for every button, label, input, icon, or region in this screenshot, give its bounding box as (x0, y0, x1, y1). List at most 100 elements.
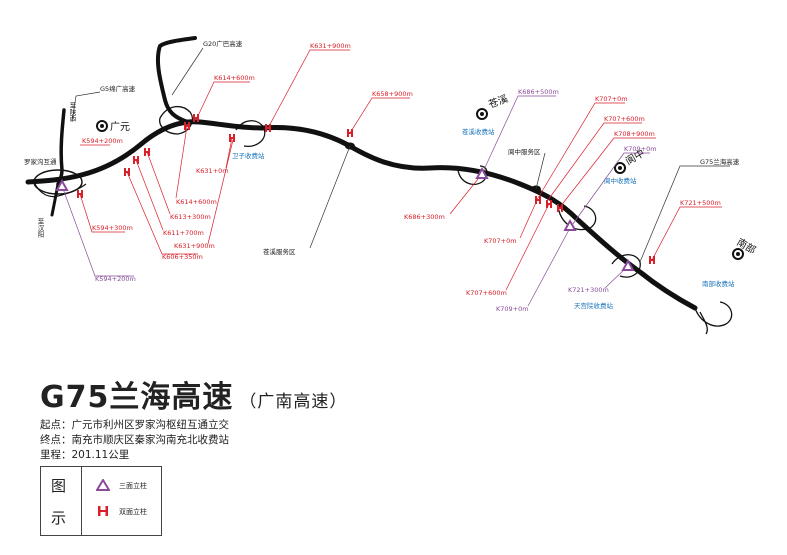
stake-k686-300: K686+300m (404, 213, 445, 221)
marker-dual-k721-500 (649, 256, 655, 264)
legend-divider (81, 467, 82, 535)
title-sub: （广南高速） (239, 392, 348, 412)
cangxi-service-leader (309, 145, 351, 249)
k613-300-leader (146, 151, 171, 215)
k631-900a-leader (267, 49, 350, 129)
city-guangyuan-symbol (96, 120, 108, 132)
marker-dual-k707-0 (535, 196, 541, 204)
legend-item-tri: 三面立柱 (119, 482, 147, 490)
label-g20: G20广巴高速 (203, 39, 243, 48)
cangxi-interchange (457, 165, 488, 185)
legend-title-top: 图 (51, 477, 67, 495)
k594-200b-leader (61, 185, 134, 277)
stake-k631-0: K631+0m (196, 167, 229, 175)
city-cangxi-symbol (476, 108, 488, 120)
k686-300-leader (449, 173, 483, 215)
k721-500-leader (651, 206, 722, 261)
k631-0-leader (225, 137, 233, 169)
route-map: 广元 苍溪 阆中 南部 G20广巴高速 G5绵广高速 至陕西 罗家沟互通 至汉阳… (24, 36, 758, 335)
marker-dual-k594-300 (77, 190, 83, 198)
stake-k707-600a: K707+600m (604, 115, 645, 123)
stake-k708-900: K708+900m (614, 130, 655, 138)
k707-0a-leader (537, 102, 625, 199)
k709-0b-leader (527, 227, 571, 307)
title-main: G75兰海高速 (40, 380, 234, 415)
info-end: 终点：南充市顺庆区秦家沟南充北收费站 (40, 434, 229, 446)
marker-dual-k613-300 (144, 148, 150, 156)
stake-k594-200b: K594+200m (95, 275, 136, 283)
city-langzhong-symbol (614, 162, 626, 174)
k707-600a-leader (547, 122, 642, 201)
g75-leader (639, 165, 730, 263)
k631-900b-leader (207, 139, 234, 245)
label-zhi-shaanxi: 至陕西 (68, 102, 76, 123)
legend: 图 示 三面立柱 双面立柱 (40, 466, 162, 536)
stake-k709-0b: K709+0m (496, 305, 529, 313)
marker-tri-k709-0 (564, 220, 576, 231)
label-langzhong-service: 阆中服务区 (508, 147, 541, 156)
stake-k707-600b: K707+600m (466, 289, 507, 297)
stake-k606-350: K606+350m (162, 253, 203, 261)
stake-k721-300: K721+300m (568, 286, 609, 294)
page-title: G75兰海高速（广南高速） (40, 372, 347, 416)
g5-leader (71, 91, 101, 123)
k686-500-leader (481, 95, 556, 175)
legend-item-dual: 双面立柱 (119, 508, 147, 516)
label-zhi-hanyang: 至汉阳 (36, 218, 44, 239)
marker-dual-k631-0 (229, 134, 235, 142)
luojiagou-ramp (33, 181, 87, 198)
stake-k631-900a: K631+900m (310, 42, 351, 50)
marker-dual-k611-700 (133, 156, 139, 164)
label-nanbu-toll: 南部收费站 (702, 279, 735, 288)
legend-title-bottom: 示 (51, 509, 67, 527)
k658-900-leader (349, 97, 410, 134)
legend-dual-icon (98, 506, 108, 516)
k707-0b-leader (519, 197, 539, 239)
g20-leader (171, 47, 204, 96)
guangyuan-interchange (159, 106, 193, 135)
label-weizi-toll: 卫子收费站 (232, 151, 265, 160)
k709-0a-leader (569, 152, 650, 229)
stake-k614-600a: K614+600m (214, 74, 255, 82)
info-distance: 里程：201.11公里 (40, 449, 130, 461)
marker-dual-k658-900 (347, 129, 353, 137)
nanbu-interchange (694, 301, 733, 327)
k707-600b-leader (505, 203, 550, 291)
stake-k686-500: K686+500m (518, 88, 559, 96)
city-nanbu-symbol (732, 248, 744, 260)
k708-900-leader (559, 137, 656, 208)
stake-k594-300: K594+300m (92, 224, 133, 232)
stake-k707-0a: K707+0m (595, 95, 628, 103)
label-g75: G75兰海高速 (700, 157, 740, 166)
k594-300-leader (79, 193, 125, 233)
g20-branch (155, 36, 197, 124)
stake-k658-900: K658+900m (372, 90, 413, 98)
label-langzhong-toll: 阆中收费站 (604, 176, 637, 185)
hanyang-branch (50, 182, 60, 217)
langzhong-interchange (557, 205, 597, 231)
langzhong-service-leader (535, 152, 546, 190)
g5-branch (56, 108, 66, 186)
k614-600a-leader (195, 81, 250, 121)
label-luojiagou: 罗家沟互通 (24, 157, 57, 166)
label-cangxi-service: 苍溪服务区 (263, 247, 296, 256)
k606-350-leader (126, 171, 198, 255)
city-guangyuan: 广元 (110, 121, 130, 133)
label-cangxi-toll: 苍溪收费站 (462, 127, 495, 136)
marker-dual-k707-600 (546, 200, 552, 208)
k614-600b-leader (175, 125, 188, 199)
stake-k594-200a: K594+200m (82, 137, 123, 145)
label-tianguan-toll: 天宫院收费站 (574, 301, 614, 310)
weizi-interchange (235, 120, 266, 147)
main-road (25, 119, 698, 311)
stake-k631-900b: K631+900m (174, 242, 215, 250)
stake-k614-600b: K614+600m (176, 198, 217, 206)
city-cangxi: 苍溪 (487, 92, 510, 111)
marker-dual-k606-350 (124, 168, 130, 176)
nanbu-exit (699, 311, 708, 335)
label-g5: G5绵广高速 (100, 84, 136, 93)
stake-k611-700: K611+700m (163, 229, 204, 237)
stake-k721-500: K721+500m (680, 199, 721, 207)
legend-tri-icon (96, 479, 110, 491)
stake-k709-0a: K709+0m (624, 145, 657, 153)
